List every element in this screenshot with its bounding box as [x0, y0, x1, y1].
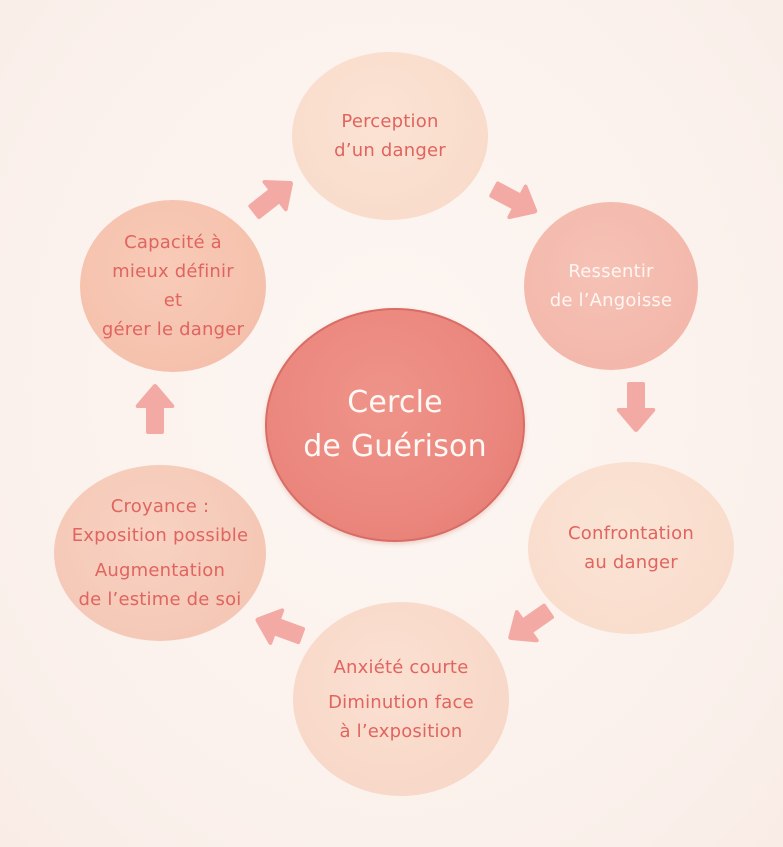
arrow-down-icon: [614, 378, 658, 434]
step-anxiete-line-3: à l’exposition: [339, 720, 463, 742]
arrow-left-up-icon: [246, 598, 314, 658]
step-confrontation-line-2: au danger: [584, 552, 678, 573]
step-croyance-line-2: Exposition possible: [71, 525, 249, 546]
step-capacite-line-1: Capacité à: [124, 232, 222, 253]
step-anxiete-line-2: Diminution face: [328, 691, 474, 713]
arrow-up-right-icon: [236, 163, 307, 232]
step-croyance-node: Croyance : Exposition possible Augmentat…: [54, 465, 266, 641]
step-croyance-line-4: de l’estime de soi: [78, 589, 242, 610]
arrow-down-left-icon: [494, 590, 565, 658]
step-capacite-line-4: gérer le danger: [101, 319, 245, 340]
step-confrontation-node: Confrontation au danger: [528, 462, 734, 634]
step-croyance-line-3: Augmentation: [94, 560, 226, 581]
step-perception-node: Perception d’un danger: [292, 52, 488, 220]
step-ressentir-line-2: de l’Angoisse: [549, 290, 673, 311]
step-perception-line-1: Perception: [341, 111, 439, 132]
step-capacite-line-2: mieux définir: [112, 261, 234, 282]
arrow-up-icon: [133, 382, 177, 438]
center-title-line-2: de Guérison: [303, 429, 487, 464]
arrow-down-right-icon: [479, 167, 549, 232]
step-ressentir-node: Ressentir de l’Angoisse: [524, 202, 698, 370]
step-anxiete-node: Anxiété courte Diminution face à l’expos…: [293, 602, 509, 796]
step-confrontation-line-1: Confrontation: [568, 523, 694, 544]
step-capacite-node: Capacité à mieux définir et gérer le dan…: [80, 200, 266, 372]
step-croyance-line-1: Croyance :: [110, 496, 210, 517]
step-perception-line-2: d’un danger: [334, 140, 446, 161]
step-ressentir-line-1: Ressentir: [568, 261, 654, 282]
center-title-line-1: Cercle: [347, 385, 443, 420]
center-title-node: Cercle de Guérison: [265, 308, 525, 542]
step-anxiete-line-1: Anxiété courte: [333, 656, 469, 678]
step-capacite-line-3: et: [163, 290, 183, 311]
